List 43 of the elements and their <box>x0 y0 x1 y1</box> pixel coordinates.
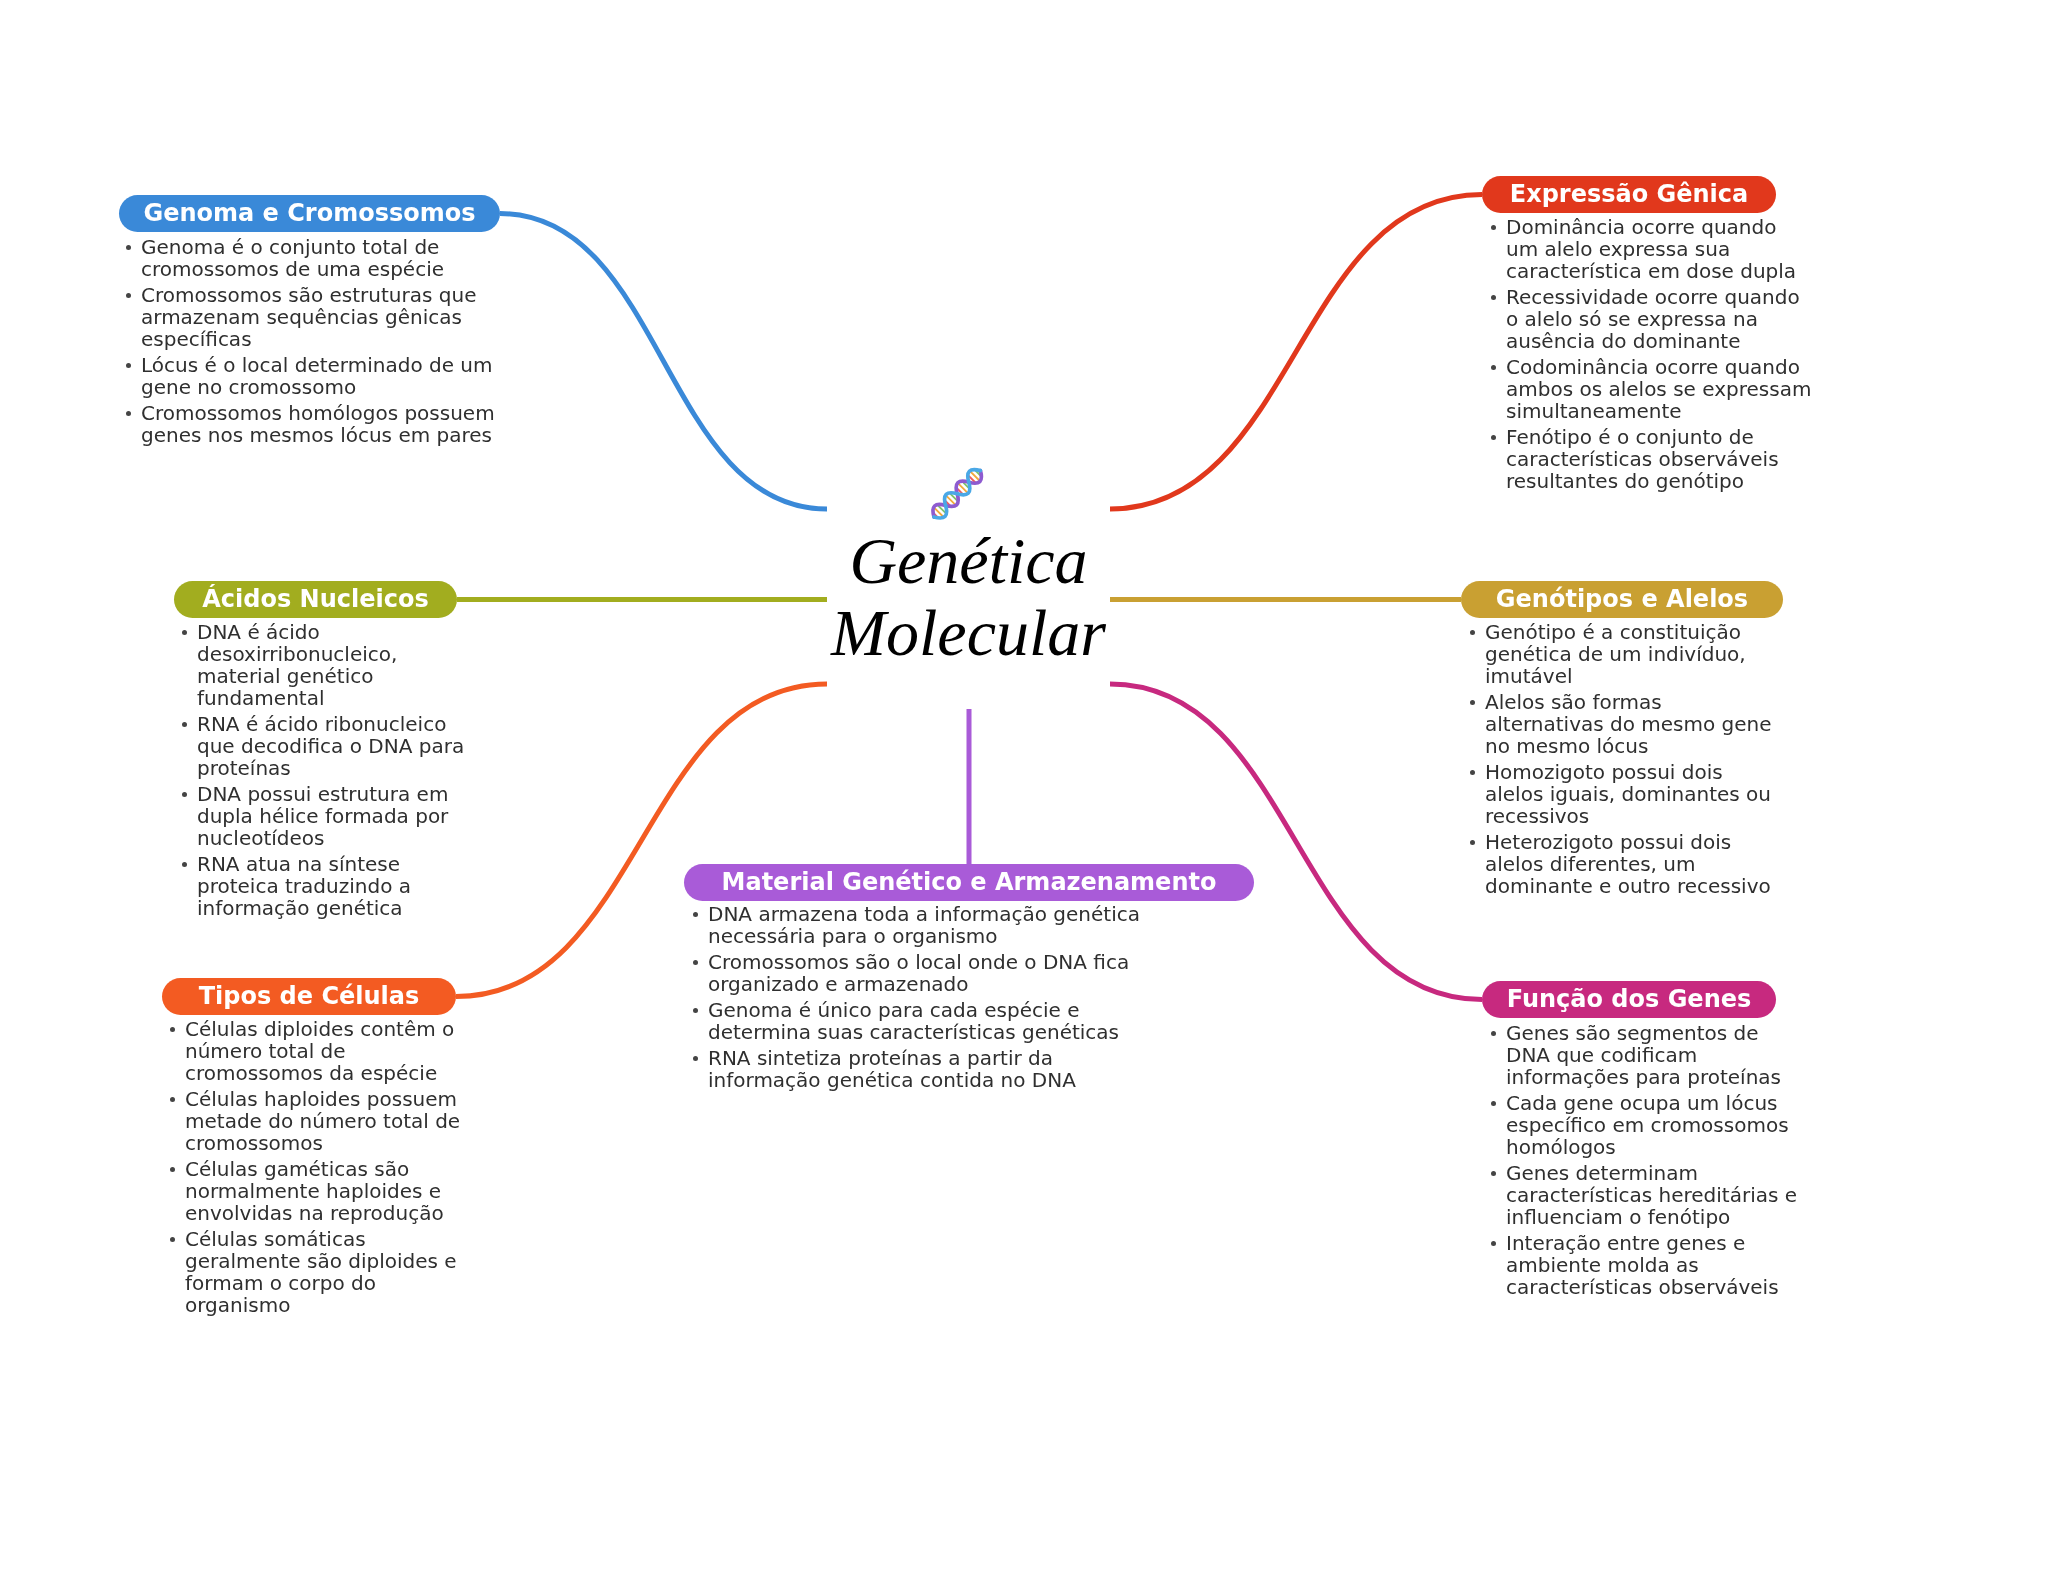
bullet-text: Dominância ocorre quando um alelo expressa sua característica em dose dupla <box>1488 216 1814 282</box>
bullet-text: Cromossomos são estruturas que armazenam sequências gênicas específicas <box>123 284 515 350</box>
bullet-text: Cada gene ocupa um lócus específico em cromossomos homólogos <box>1488 1092 1808 1158</box>
bullet-text: Genótipo é a constituição genética de um indivíduo, imutável <box>1467 621 1779 687</box>
branch-line <box>457 597 827 602</box>
central-title: Genética Molecular <box>829 525 1107 669</box>
bullet-text: DNA possui estrutura em dupla hélice formada por nucleotídeos <box>179 783 471 849</box>
bullet-text: Lócus é o local determinado de um gene no cromossomo <box>123 354 515 398</box>
topic-pill: Genoma e Cromossomos <box>119 195 500 232</box>
bullet-text: Homozigoto possui dois alelos iguais, dominantes ou recessivos <box>1467 761 1779 827</box>
bullet-text: Fenótipo é o conjunto de características observáveis resultantes do genótipo <box>1488 426 1814 492</box>
bullet-text: RNA sintetiza proteínas a partir da informação genética contida no DNA <box>690 1047 1152 1091</box>
bullet-text: Células diploides contêm o número total de cromossomos da espécie <box>167 1018 467 1084</box>
branch-line <box>499 211 828 512</box>
bullet-text: Células gaméticas são normalmente haploides e envolvidas na reprodução <box>167 1158 467 1224</box>
bullet-text: DNA armazena toda a informação genética necessária para o organismo <box>690 903 1152 947</box>
bullet-text: Cromossomos são o local onde o DNA fica organizado e armazenado <box>690 951 1152 995</box>
branch-line <box>1109 681 1483 1002</box>
bullet-text: Cromossomos homólogos possuem genes nos mesmos lócus em pares <box>123 402 515 446</box>
bullet-text: Interação entre genes e ambiente molda as características observáveis <box>1488 1232 1808 1298</box>
topic-pill: Tipos de Células <box>162 978 456 1015</box>
topic-pill: Ácidos Nucleicos <box>174 581 457 618</box>
bullet-text: Alelos são formas alternativas do mesmo gene no mesmo lócus <box>1467 691 1779 757</box>
branch-line <box>1109 192 1483 512</box>
topic-pill: Material Genético e Armazenamento <box>684 864 1254 901</box>
bullet-text: Genes são segmentos de DNA que codificam informações para proteínas <box>1488 1022 1808 1088</box>
topic-pill: Função dos Genes <box>1482 981 1776 1018</box>
bullet-text: Heterozigoto possui dois alelos diferentes, um dominante e outro recessivo <box>1467 831 1779 897</box>
topic-pill: Expressão Gênica <box>1482 176 1776 213</box>
branch-line <box>1110 597 1461 602</box>
topic-pill: Genótipos e Alelos <box>1461 581 1783 618</box>
bullet-text: DNA é ácido desoxirribonucleico, material genético fundamental <box>179 621 471 709</box>
bullet-text: Recessividade ocorre quando o alelo só se expressa na ausência do dominante <box>1488 286 1814 352</box>
bullet-text: Codominância ocorre quando ambos os alelos se expressam simultaneamente <box>1488 356 1814 422</box>
bullet-text: Genes determinam características hereditárias e influenciam o fenótipo <box>1488 1162 1808 1228</box>
bullet-text: RNA atua na síntese proteica traduzindo a informação genética <box>179 853 471 919</box>
bullet-text: Genoma é único para cada espécie e determina suas características genéticas <box>690 999 1152 1043</box>
branch-line <box>455 681 828 999</box>
bullet-text: Genoma é o conjunto total de cromossomos de uma espécie <box>123 236 515 280</box>
bullet-text: Células somáticas geralmente são diploides e formam o corpo do organismo <box>167 1228 467 1316</box>
branch-line <box>966 709 972 864</box>
bullet-text: RNA é ácido ribonucleico que decodifica o DNA para proteínas <box>179 713 471 779</box>
bullet-text: Células haploides possuem metade do número total de cromossomos <box>167 1088 467 1154</box>
